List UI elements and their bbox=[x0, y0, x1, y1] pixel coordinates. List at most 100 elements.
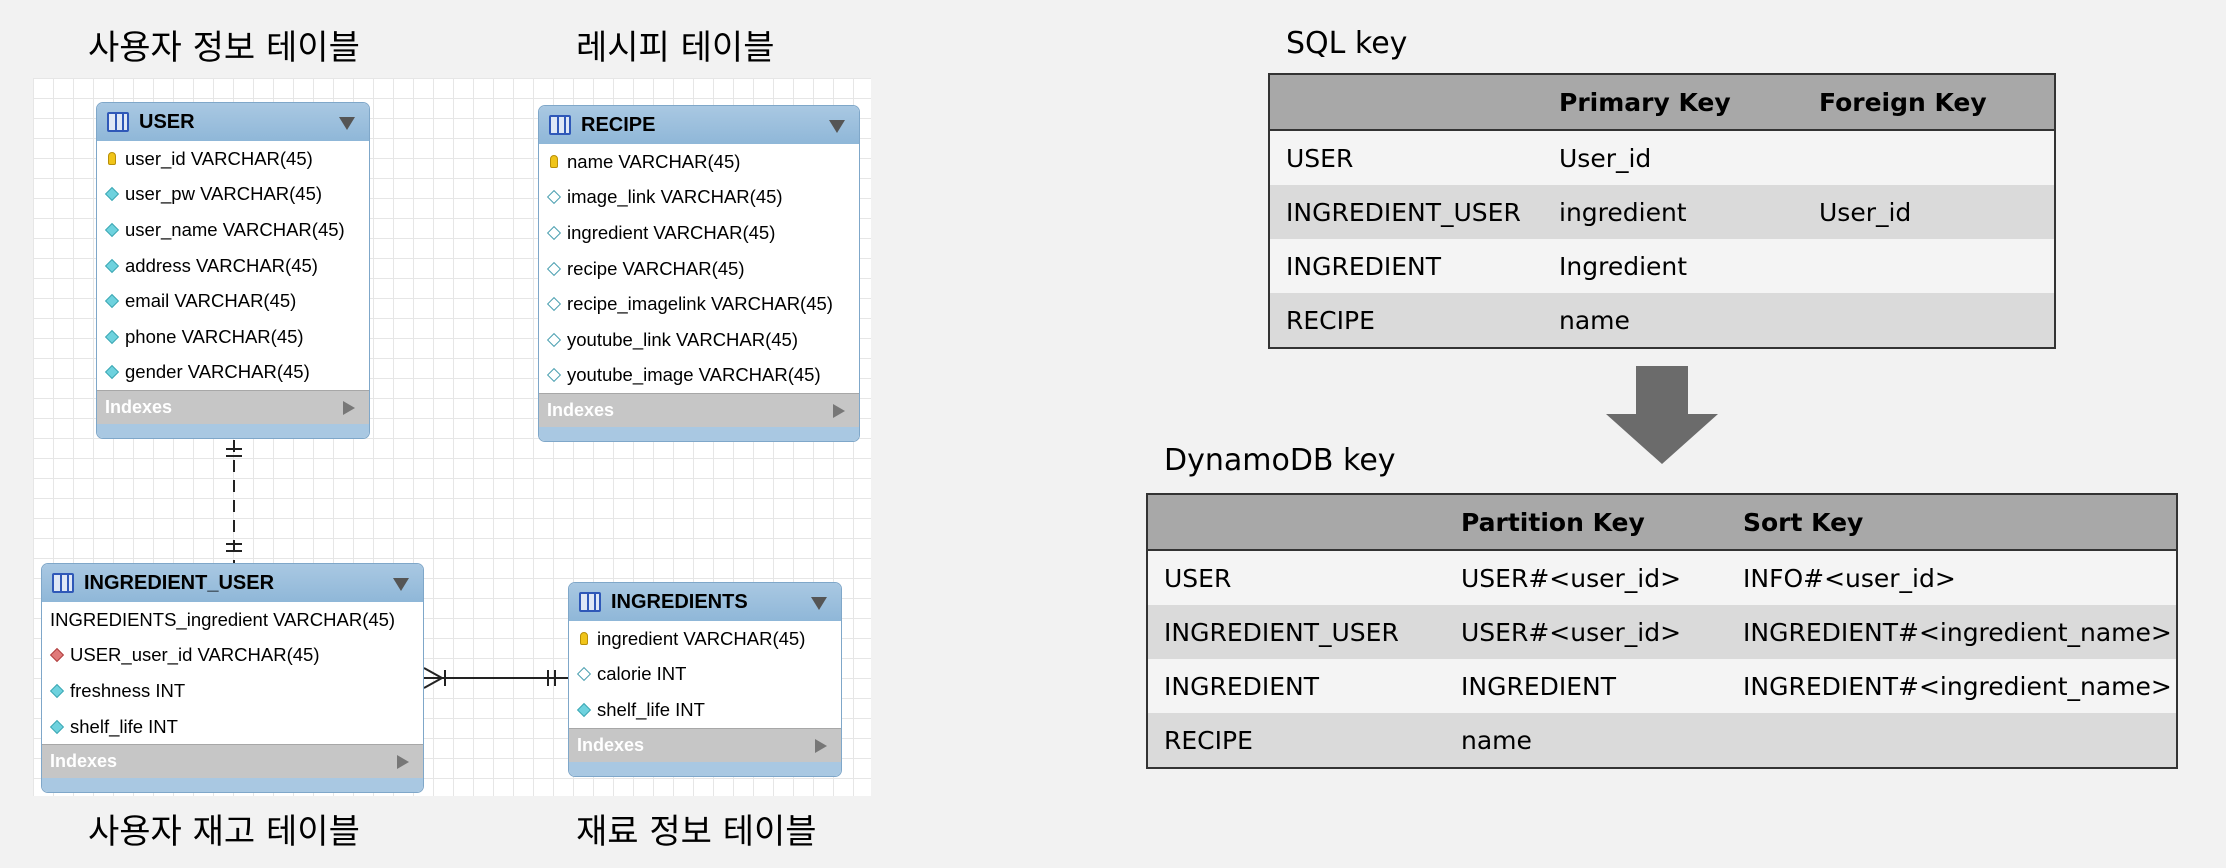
entity-recipe[interactable]: RECIPE name VARCHAR(45) image_link VARCH… bbox=[538, 105, 860, 443]
field-row: user_id VARCHAR(45) bbox=[97, 141, 369, 177]
field-name: INGREDIENTS_ingredient VARCHAR(45) bbox=[50, 608, 396, 630]
entity-user[interactable]: USER user_id VARCHAR(45) user_pw VARCHAR… bbox=[96, 102, 370, 440]
header-cell: Sort Key bbox=[1727, 494, 2177, 551]
table-row: RECIPE name bbox=[1269, 293, 2055, 348]
field-row: image_link VARCHAR(45) bbox=[539, 180, 859, 216]
caption-recipe-table: 레시피 테이블 bbox=[576, 28, 775, 68]
indexes-section[interactable]: Indexes bbox=[42, 744, 423, 779]
table-cell bbox=[1803, 239, 2055, 293]
table-cell: name bbox=[1543, 293, 1803, 348]
table-cell: ingredient bbox=[1543, 185, 1803, 239]
table-row: INGREDIENT Ingredient bbox=[1269, 239, 2055, 293]
primary-key-icon bbox=[550, 155, 558, 169]
header-cell bbox=[1147, 494, 1445, 551]
entity-footer bbox=[42, 778, 423, 793]
indexes-section[interactable]: Indexes bbox=[539, 393, 859, 428]
field-name: shelf_life INT bbox=[70, 715, 178, 737]
entity-recipe-name: RECIPE bbox=[581, 113, 656, 136]
field-name: calorie INT bbox=[597, 663, 687, 685]
entity-ingredient-user[interactable]: INGREDIENT_USER INGREDIENTS_ingredient V… bbox=[41, 563, 424, 794]
entity-ingredients-name: INGREDIENTS bbox=[611, 590, 748, 613]
field-row: recipe_imagelink VARCHAR(45) bbox=[539, 286, 859, 322]
field-name: user_name VARCHAR(45) bbox=[125, 218, 345, 240]
field-name: USER_user_id VARCHAR(45) bbox=[70, 644, 320, 666]
collapse-triangle-icon[interactable] bbox=[393, 578, 409, 591]
sql-key-table: Primary Key Foreign Key USER User_id ING… bbox=[1268, 73, 2056, 349]
entity-user-name: USER bbox=[139, 110, 195, 133]
expand-triangle-icon[interactable] bbox=[833, 404, 845, 419]
table-cell: INGREDIENT#<ingredient_name> bbox=[1727, 659, 2177, 713]
field-name: ingredient VARCHAR(45) bbox=[597, 627, 806, 649]
field-row: ingredient VARCHAR(45) bbox=[539, 215, 859, 251]
primary-key-icon bbox=[108, 152, 116, 166]
table-cell: RECIPE bbox=[1147, 713, 1445, 768]
field-row: freshness INT bbox=[42, 673, 423, 709]
caption-user-stock-table: 사용자 재고 테이블 bbox=[88, 812, 360, 852]
table-row: INGREDIENT_USER ingredient User_id bbox=[1269, 185, 2055, 239]
header-cell bbox=[1269, 74, 1543, 131]
indexes-label: Indexes bbox=[547, 400, 615, 421]
indexes-label: Indexes bbox=[577, 734, 645, 755]
sql-key-title: SQL key bbox=[1286, 26, 1408, 61]
field-name: gender VARCHAR(45) bbox=[125, 361, 310, 383]
user-ingredient-user-relation bbox=[226, 440, 242, 563]
table-cell: USER bbox=[1147, 550, 1445, 605]
table-row: RECIPE name bbox=[1147, 713, 2177, 768]
dynamodb-key-title: DynamoDB key bbox=[1164, 443, 1396, 478]
column-diamond-icon bbox=[49, 683, 65, 699]
down-arrow-icon bbox=[1606, 366, 1718, 464]
primary-key-icon bbox=[580, 632, 588, 646]
table-cell bbox=[1803, 130, 2055, 185]
entity-ingredients-header[interactable]: INGREDIENTS bbox=[569, 583, 841, 621]
entity-footer bbox=[97, 424, 369, 439]
entity-ingredient-user-header[interactable]: INGREDIENT_USER bbox=[42, 564, 423, 602]
column-diamond-icon bbox=[546, 297, 562, 312]
table-icon bbox=[579, 592, 601, 612]
caption-user-table: 사용자 정보 테이블 bbox=[88, 28, 360, 68]
indexes-section[interactable]: Indexes bbox=[97, 390, 369, 425]
entity-recipe-header[interactable]: RECIPE bbox=[539, 106, 859, 144]
indexes-section[interactable]: Indexes bbox=[569, 727, 841, 762]
header-cell: Primary Key bbox=[1543, 74, 1803, 131]
field-row: phone VARCHAR(45) bbox=[97, 319, 369, 355]
entity-user-header[interactable]: USER bbox=[97, 103, 369, 141]
field-row: USER_user_id VARCHAR(45) bbox=[42, 638, 423, 674]
collapse-triangle-icon[interactable] bbox=[811, 597, 827, 610]
expand-triangle-icon[interactable] bbox=[815, 738, 827, 753]
entity-ingredients[interactable]: INGREDIENTS ingredient VARCHAR(45) calor… bbox=[568, 582, 842, 777]
table-row: INGREDIENT INGREDIENT INGREDIENT#<ingred… bbox=[1147, 659, 2177, 713]
table-cell: User_id bbox=[1543, 130, 1803, 185]
entity-ingredient-user-name: INGREDIENT_USER bbox=[84, 571, 275, 594]
indexes-label: Indexes bbox=[105, 397, 173, 418]
field-name: user_id VARCHAR(45) bbox=[125, 147, 313, 169]
table-icon bbox=[107, 112, 129, 132]
field-row: INGREDIENTS_ingredient VARCHAR(45) bbox=[42, 602, 423, 638]
collapse-triangle-icon[interactable] bbox=[339, 117, 355, 130]
table-row: INGREDIENT_USER USER#<user_id> INGREDIEN… bbox=[1147, 605, 2177, 659]
table-cell: INFO#<user_id> bbox=[1727, 550, 2177, 605]
header-cell: Foreign Key bbox=[1803, 74, 2055, 131]
field-row: youtube_image VARCHAR(45) bbox=[539, 358, 859, 394]
field-row: recipe VARCHAR(45) bbox=[539, 251, 859, 287]
field-name: user_pw VARCHAR(45) bbox=[125, 183, 323, 205]
table-row: USER User_id bbox=[1269, 130, 2055, 185]
column-diamond-icon bbox=[104, 258, 120, 273]
table-cell bbox=[1727, 713, 2177, 768]
column-diamond-icon bbox=[546, 332, 562, 347]
table-icon bbox=[52, 573, 74, 593]
entity-footer bbox=[539, 427, 859, 442]
column-diamond-icon bbox=[576, 702, 592, 718]
field-name: phone VARCHAR(45) bbox=[125, 325, 304, 347]
table-cell: INGREDIENT bbox=[1445, 659, 1727, 713]
expand-triangle-icon[interactable] bbox=[343, 401, 355, 416]
table-cell: USER bbox=[1269, 130, 1543, 185]
expand-triangle-icon[interactable] bbox=[397, 755, 409, 770]
column-diamond-icon bbox=[546, 190, 562, 205]
field-name: freshness INT bbox=[70, 679, 186, 701]
table-header-row: Partition Key Sort Key bbox=[1147, 494, 2177, 551]
field-row: user_pw VARCHAR(45) bbox=[97, 177, 369, 213]
field-row: email VARCHAR(45) bbox=[97, 283, 369, 319]
table-cell: RECIPE bbox=[1269, 293, 1543, 348]
table-cell: name bbox=[1445, 713, 1727, 768]
collapse-triangle-icon[interactable] bbox=[829, 120, 845, 133]
